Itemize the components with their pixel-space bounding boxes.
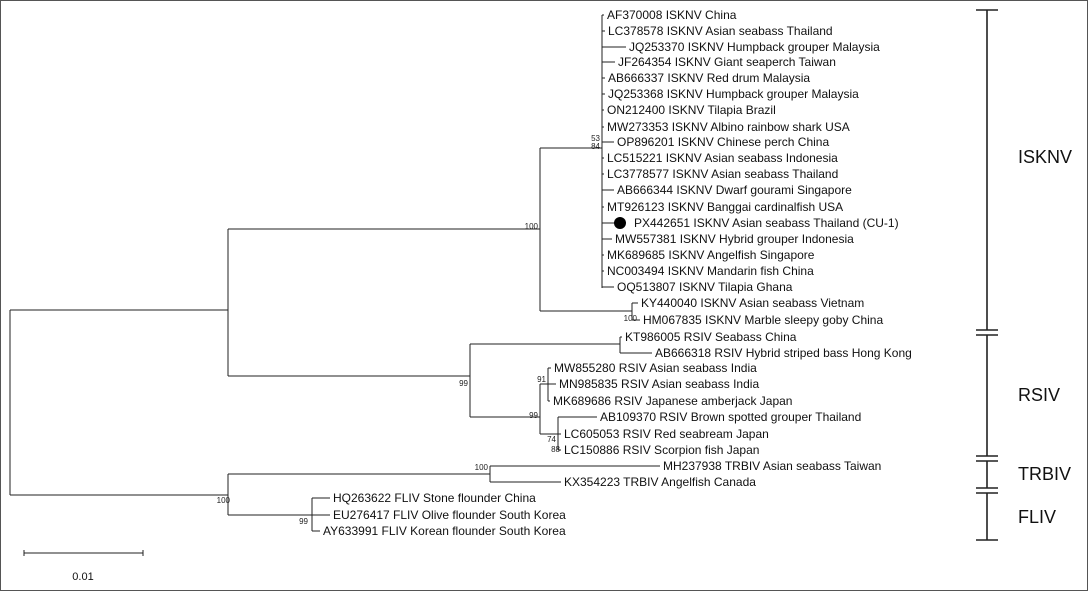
leaf-label: KX354223 TRBIV Angelfish Canada bbox=[564, 475, 756, 489]
clade-brackets bbox=[976, 9, 998, 541]
leaf-label: LC605053 RSIV Red seabream Japan bbox=[564, 427, 769, 441]
leaf-label: HM067835 ISKNV Marble sleepy goby China bbox=[643, 313, 883, 327]
leaf-label: MN985835 RSIV Asian seabass India bbox=[559, 377, 759, 391]
bootstrap-value: 99 bbox=[459, 379, 468, 388]
leaf-label: MW273353 ISKNV Albino rainbow shark USA bbox=[607, 120, 850, 134]
leaf-label: JQ253368 ISKNV Humpback grouper Malaysia bbox=[608, 87, 859, 101]
leaf-label: EU276417 FLIV Olive flounder South Korea bbox=[333, 508, 566, 522]
leaf-label: NC003494 ISKNV Mandarin fish China bbox=[607, 264, 814, 278]
leaf-label: HQ263622 FLIV Stone flounder China bbox=[333, 491, 536, 505]
bootstrap-value: 84 bbox=[591, 142, 600, 151]
bootstrap-value: 100 bbox=[217, 496, 231, 505]
study-isolate-marker bbox=[614, 217, 626, 229]
leaf-label: AB666318 RSIV Hybrid striped bass Hong K… bbox=[655, 346, 912, 360]
leaf-label: MK689685 ISKNV Angelfish Singapore bbox=[607, 248, 815, 262]
leaf-label: MT926123 ISKNV Banggai cardinalfish USA bbox=[607, 200, 843, 214]
scale-bar-label: 0.01 bbox=[72, 571, 93, 583]
bootstrap-value: 100 bbox=[525, 222, 539, 231]
clade-label-trbiv: TRBIV bbox=[1018, 464, 1071, 484]
bootstrap-value: 100 bbox=[624, 314, 638, 323]
bootstrap-value: 74 bbox=[547, 435, 556, 444]
bootstrap-value: 53 bbox=[591, 134, 600, 143]
bootstrap-values: 100 53 84 100 99 91 99 74 88 100 100 99 bbox=[217, 134, 638, 526]
clade-label-fliv: FLIV bbox=[1018, 507, 1056, 527]
leaf-label: MK689686 RSIV Japanese amberjack Japan bbox=[553, 394, 792, 408]
leaf-label-study-isolate: PX442651 ISKNV Asian seabass Thailand (C… bbox=[634, 216, 899, 230]
leaf-label: OP896201 ISKNV Chinese perch China bbox=[617, 135, 829, 149]
leaf-label: JF264354 ISKNV Giant seaperch Taiwan bbox=[618, 55, 836, 69]
clade-labels: ISKNV RSIV TRBIV FLIV bbox=[1018, 147, 1072, 527]
bootstrap-value: 91 bbox=[537, 375, 546, 384]
leaf-label: LC150886 RSIV Scorpion fish Japan bbox=[564, 443, 759, 457]
leaf-label: KY440040 ISKNV Asian seabass Vietnam bbox=[641, 296, 864, 310]
clade-label-isknv: ISKNV bbox=[1018, 147, 1072, 167]
bootstrap-value: 100 bbox=[475, 463, 489, 472]
clade-label-rsiv: RSIV bbox=[1018, 385, 1060, 405]
leaf-label: OQ513807 ISKNV Tilapia Ghana bbox=[617, 280, 793, 294]
leaf-label: AF370008 ISKNV China bbox=[607, 8, 737, 22]
leaf-label: AB666344 ISKNV Dwarf gourami Singapore bbox=[617, 183, 852, 197]
leaf-label: MW855280 RSIV Asian seabass India bbox=[554, 361, 757, 375]
leaf-labels: AF370008 ISKNV China LC378578 ISKNV Asia… bbox=[323, 8, 912, 538]
leaf-label: JQ253370 ISKNV Humpback grouper Malaysia bbox=[629, 40, 880, 54]
leaf-label: ON212400 ISKNV Tilapia Brazil bbox=[607, 103, 776, 117]
leaf-label: MW557381 ISKNV Hybrid grouper Indonesia bbox=[615, 232, 854, 246]
leaf-label: LC378578 ISKNV Asian seabass Thailand bbox=[608, 24, 833, 38]
leaf-label: LC515221 ISKNV Asian seabass Indonesia bbox=[607, 151, 838, 165]
bootstrap-value: 99 bbox=[299, 517, 308, 526]
leaf-label: LC3778577 ISKNV Asian seabass Thailand bbox=[607, 167, 838, 181]
leaf-label: AB109370 RSIV Brown spotted grouper Thai… bbox=[600, 410, 861, 424]
leaf-label: MH237938 TRBIV Asian seabass Taiwan bbox=[663, 459, 881, 473]
bootstrap-value: 88 bbox=[551, 445, 560, 454]
leaf-label: AY633991 FLIV Korean flounder South Kore… bbox=[323, 524, 566, 538]
leaf-label: KT986005 RSIV Seabass China bbox=[625, 330, 797, 344]
tree-branches bbox=[9, 14, 660, 532]
leaf-label: AB666337 ISKNV Red drum Malaysia bbox=[608, 71, 810, 85]
scale-bar: 0.01 bbox=[23, 550, 144, 583]
bootstrap-value: 99 bbox=[529, 411, 538, 420]
